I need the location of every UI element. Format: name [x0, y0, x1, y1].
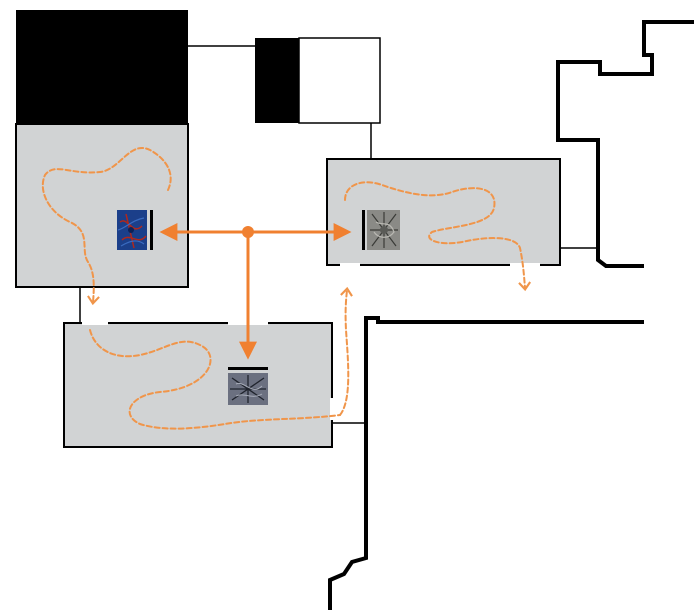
wall-label-room-b [362, 210, 365, 250]
visitor-path-room-b [344, 181, 532, 292]
outer-wall-upper [556, 20, 694, 268]
grey-abstract-painting[interactable] [367, 210, 400, 250]
blue-abstract-painting[interactable] [117, 210, 147, 250]
annex-block [255, 37, 381, 124]
visitor-path-to-room-b [339, 286, 353, 416]
dark-abstract-painting[interactable] [228, 373, 268, 405]
wall-label-room-a [150, 210, 153, 250]
gallery-room-a [15, 123, 189, 288]
gallery-room-b [326, 158, 561, 266]
storage-block [16, 10, 188, 125]
outer-wall-lower [328, 316, 644, 610]
visitor-path-room-a [41, 147, 172, 306]
arrow-hub [242, 226, 254, 238]
visitor-path-room-c [89, 329, 341, 430]
wall-label-room-c [228, 367, 268, 370]
